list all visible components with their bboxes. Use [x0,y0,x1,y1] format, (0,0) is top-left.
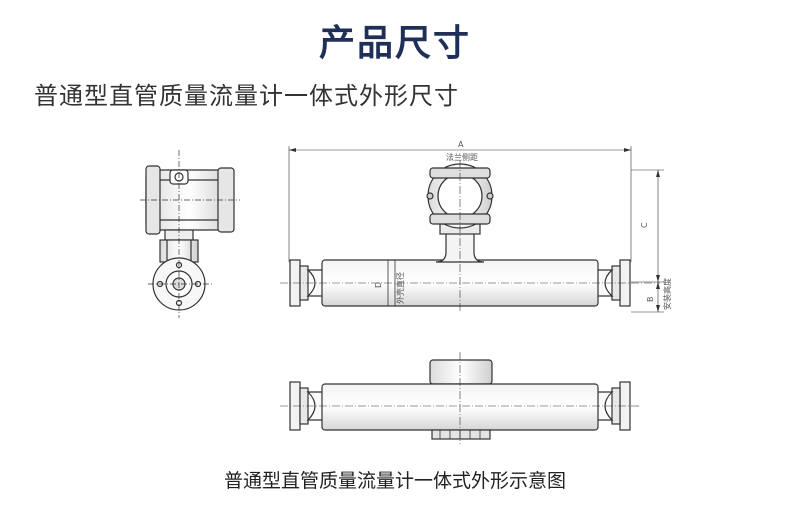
dim-note-d: 外壳直径 [395,272,405,304]
dim-note-a: 法兰侧距 [446,152,478,162]
dim-label-b: B [646,297,655,303]
dim-label-c: C [640,222,649,228]
top-view [280,352,640,444]
front-view [280,146,664,313]
dim-label-d: D [374,282,383,288]
figure-caption: 普通型直管质量流量计一体式外形示意图 [223,470,566,492]
section-subtitle: 普通型直管质量流量计一体式外形尺寸 [34,82,459,110]
top-transmitter-head [429,359,493,385]
side-view [140,150,240,318]
dim-label-a: A [458,140,464,149]
page-title: 产品尺寸 [318,23,471,64]
dim-note-b: 安装高度 [662,278,672,310]
